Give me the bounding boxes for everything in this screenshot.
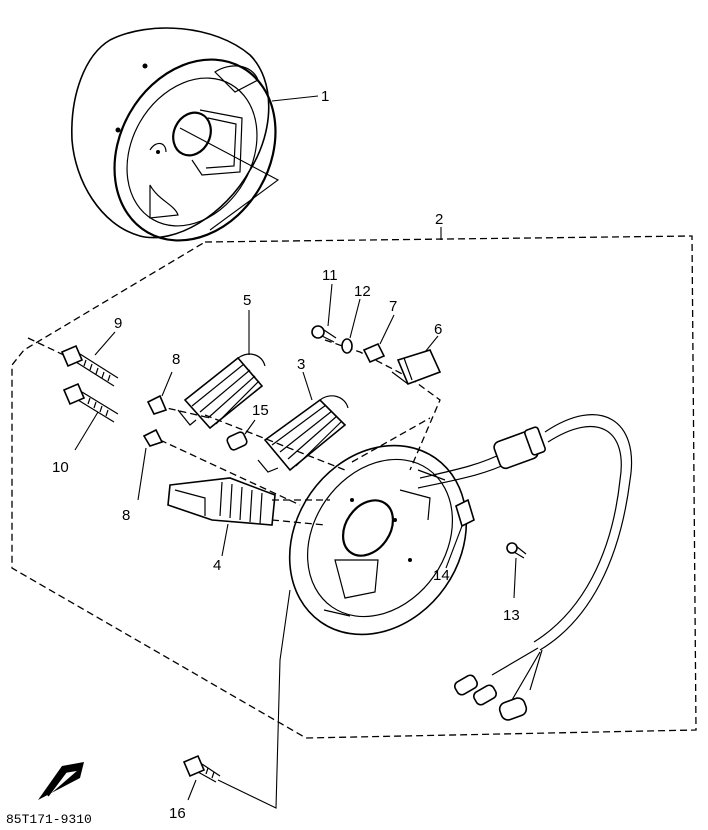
label-part-10: 10 — [52, 459, 69, 476]
bolt-icon-part-16: 16 — [169, 589, 291, 822]
wire-harness-icon — [417, 414, 632, 721]
label-part-2: 2 — [435, 211, 443, 228]
coil-icon-part-4: 4 — [167, 477, 276, 574]
label-part-1: 1 — [321, 88, 329, 105]
clip-icon-part-8b: 8 — [122, 428, 164, 524]
label-part-13: 13 — [503, 607, 520, 624]
label-part-6: 6 — [434, 321, 442, 338]
coil-icon-part-3: 3 — [257, 356, 349, 473]
washer-icon-part-12: 12 — [341, 283, 371, 354]
label-part-16: 16 — [169, 805, 186, 822]
holder-icon-part-6: 6 — [391, 321, 442, 386]
flywheel-rotor-icon — [71, 27, 280, 242]
catalog-code: 85T171-9310 — [6, 812, 92, 827]
label-part-4: 4 — [213, 557, 221, 574]
label-part-3: 3 — [297, 356, 305, 373]
label-part-9: 9 — [114, 315, 122, 332]
coil-icon-part-5: 5 — [177, 292, 266, 430]
stator-base-plate-icon — [288, 444, 468, 636]
label-part-14: 14 — [433, 567, 450, 584]
label-part-11: 11 — [322, 267, 338, 284]
label-part-12: 12 — [354, 283, 371, 300]
callout-1: 1 — [271, 88, 329, 105]
label-part-15: 15 — [252, 402, 269, 419]
bolt-icon-part-10: 10 — [52, 382, 119, 476]
label-part-8a: 8 — [172, 351, 180, 368]
front-arrow-icon — [38, 762, 84, 800]
label-part-7: 7 — [389, 298, 397, 315]
screw-icon-part-13: 13 — [503, 542, 527, 624]
assembly-leaders — [157, 339, 441, 526]
clip-icon-part-8a: 8 — [146, 351, 180, 415]
clamp-icon-part-7: 7 — [362, 298, 397, 364]
screw-icon-part-11: 11 — [311, 267, 338, 343]
clamp-icon-part-14: 14 — [433, 498, 475, 584]
collar-icon-part-15: 15 — [226, 402, 269, 451]
bolt-icon-part-9: 9 — [60, 315, 122, 387]
label-part-8b: 8 — [122, 507, 130, 524]
label-part-5: 5 — [243, 292, 251, 309]
